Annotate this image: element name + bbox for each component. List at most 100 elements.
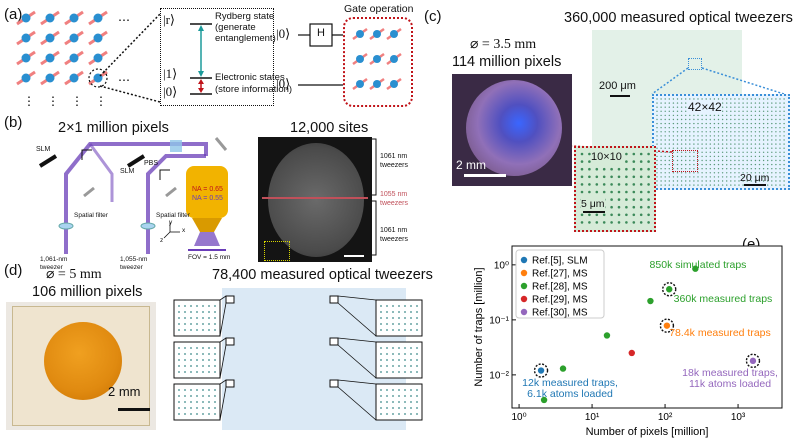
tweezer-spot [664,122,666,125]
tweezer-spot [656,110,658,112]
tweezer-spot [656,135,658,137]
tweezer-spot [754,159,757,162]
tweezer-spot [713,122,716,125]
na-top-label: NA = 0.65 [192,186,223,193]
tweezer-spot [742,159,744,162]
tweezer-spot [685,106,687,108]
tweezer-spot [754,131,757,133]
circuit-input-bottom: |0⟩ [276,76,291,91]
inset-spot [380,359,382,361]
data-point [663,322,671,329]
tweezer-spot-zoom [625,183,628,186]
tweezer-spot [713,159,716,162]
tweezer-spot-zoom [610,198,613,201]
tweezer-spot [672,131,675,133]
tweezer-spot [726,118,728,121]
tweezer-spot [664,139,666,141]
tweezer-spot [680,159,683,162]
tweezer-spot-zoom [647,183,650,186]
tweezer-spot [721,139,724,141]
inset-spot [398,413,400,415]
tweezer-spot [779,168,781,170]
tweezer-spot [680,184,683,186]
scale-20um: 20 μm [740,172,770,184]
tweezer-spot [685,172,687,174]
inset-spot [398,329,400,331]
tweezer-spot [762,127,765,129]
tweezer-spot [717,163,720,166]
inset-spot [380,389,382,391]
tweezer-spot-zoom [639,213,643,217]
tweezer-spot [656,106,658,108]
inset-spot [190,317,192,319]
tweezer-spot [730,168,732,170]
tweezer-spot-zoom [632,213,636,217]
tweezer-spot [758,143,761,145]
tweezer-spot [767,127,769,129]
tweezer-spot [705,147,707,149]
tweezer-spot [656,127,658,129]
tweezer-spot [730,106,732,108]
tweezer-spot [771,98,773,100]
tweezer-spot [754,98,757,100]
tweezer-spot [754,118,757,121]
tweezer-spot [730,172,732,174]
tweezer-spot [685,168,687,170]
inset-spot [184,371,186,373]
tweezer-spot [713,131,716,133]
tweezer-spot [705,131,707,133]
tweezer-spot [775,176,777,178]
inset-spot [202,329,204,331]
inset-spot [398,401,400,403]
tweezer-spot [758,180,761,182]
tweezer-spot [767,135,769,137]
tweezer-spot [676,143,679,145]
tweezer-spot [742,163,744,166]
gate-atom [390,80,398,88]
tweezer-spot [672,118,675,121]
data-point [559,365,567,372]
tweezer-spot [664,118,666,121]
tweezer-spot [656,151,658,153]
tweezer-spot [783,139,785,141]
legend-marker [520,282,528,290]
tweezer-spot [680,172,683,174]
inset-spot [196,311,198,313]
tweezer-spot [717,98,720,100]
tweezer-spot [779,151,781,153]
tweezer-spot-zoom [602,175,606,179]
inset-spot [404,347,406,349]
tweezer-spot [779,159,781,162]
tweezer-spot [668,180,670,182]
tweezer-spot [685,155,687,158]
bracket-top-label: 1061 nm tweezers [380,153,409,169]
inset-spot [392,353,394,355]
data-point [628,349,635,357]
tweezer-spot-zoom [617,205,621,209]
tweezer-spot [762,159,765,162]
legend [515,249,605,319]
tweezer-spot [767,184,769,186]
tweezer-spot [730,135,732,137]
tweezer-spot [721,143,724,145]
tweezer-spot [726,184,728,186]
tweezer-spot-zoom [625,160,628,163]
tweezer-spot [750,168,752,170]
tweezer-spot [738,98,740,100]
tweezer-spot [726,139,728,141]
tweezer-spot [668,110,670,112]
inset-spot [214,353,216,355]
tweezer-spot [762,106,765,108]
tweezer-spot-zoom [610,175,613,179]
tweezer-spot [664,180,666,182]
tweezer-spot-zoom [580,221,584,224]
tweezer-spot [693,135,695,137]
tweezer-spot [664,159,666,162]
tweezer-spot [693,184,695,186]
tweezer-spot [738,139,740,141]
tweezer-spot [672,172,675,174]
tweezer-spot [779,155,781,158]
tweezer-spot [783,131,785,133]
energy-level-diagram [190,23,212,95]
inset-spot [208,329,210,331]
